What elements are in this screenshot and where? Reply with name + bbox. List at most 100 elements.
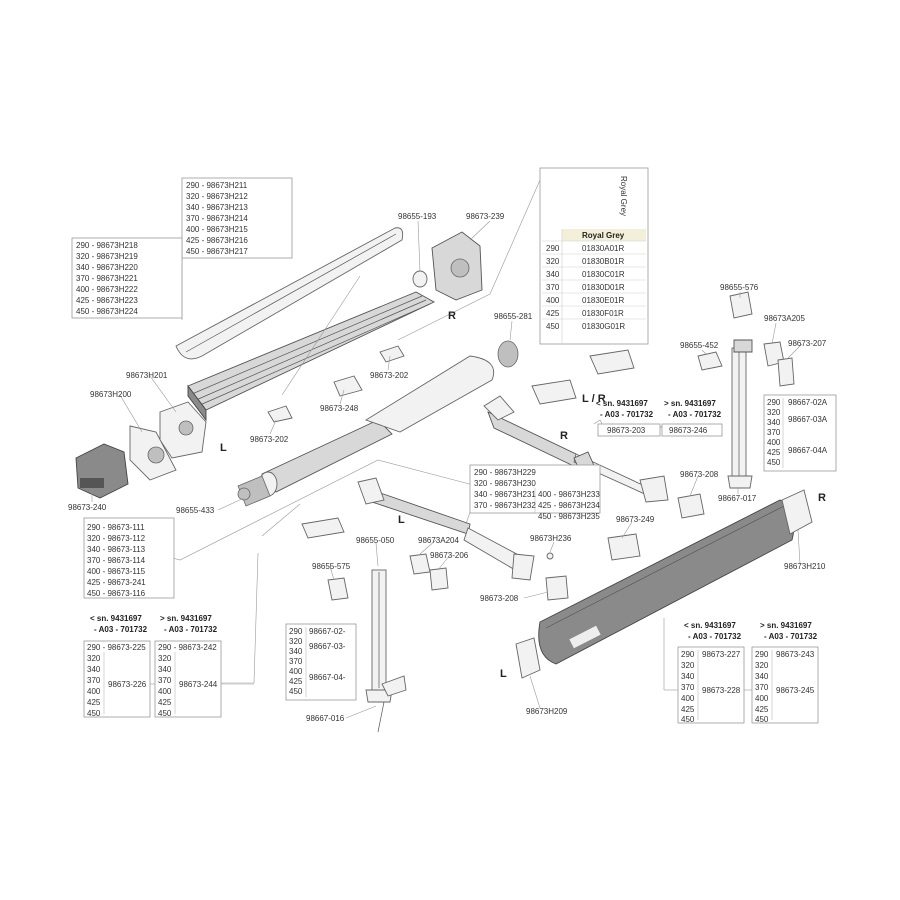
svg-text:450: 450 bbox=[158, 709, 172, 718]
svg-text:370: 370 bbox=[767, 428, 781, 437]
front-cover-box bbox=[181, 177, 293, 259]
svg-text:98673-243: 98673-243 bbox=[776, 650, 815, 659]
side-marker-right-front: R bbox=[818, 492, 826, 504]
svg-text:340: 340 bbox=[289, 647, 303, 656]
svg-text:> sn. 9431697: > sn. 9431697 bbox=[160, 614, 212, 623]
svg-text:320: 320 bbox=[755, 661, 769, 670]
svg-text:400: 400 bbox=[158, 687, 172, 696]
svg-text:98673-228: 98673-228 bbox=[702, 686, 741, 695]
svg-text:98673A205: 98673A205 bbox=[764, 314, 805, 323]
svg-text:425: 425 bbox=[767, 448, 781, 457]
svg-text:425 - 98673H234: 425 - 98673H234 bbox=[538, 501, 600, 510]
arm-box bbox=[469, 464, 601, 514]
svg-text:450 - 98673H217: 450 - 98673H217 bbox=[186, 247, 248, 256]
leg-right-box-text: 290 320 340 370 400 425 450 98667-02A 98… bbox=[767, 398, 828, 467]
svg-text:370: 370 bbox=[681, 683, 695, 692]
arm-box-text: 290 - 98673H229 320 - 98673H230 340 - 98… bbox=[474, 468, 600, 521]
svg-text:450: 450 bbox=[681, 715, 695, 724]
svg-text:290 - 98673-111: 290 - 98673-111 bbox=[87, 523, 145, 532]
svg-text:98667-02A: 98667-02A bbox=[788, 398, 828, 407]
leg-left-box-text: 290 320 340 370 400 425 450 98667-02- 98… bbox=[289, 627, 346, 696]
svg-text:- A03 - 701732: - A03 - 701732 bbox=[94, 625, 148, 634]
bl-box2-text: 290 - 98673-242 320 340 370 400 425 450 … bbox=[158, 643, 218, 718]
svg-text:- A03 - 701732: - A03 - 701732 bbox=[764, 632, 818, 641]
leg-left-box bbox=[285, 623, 357, 701]
svg-text:370: 370 bbox=[289, 657, 303, 666]
svg-text:> sn. 9431697: > sn. 9431697 bbox=[664, 399, 716, 408]
svg-text:01830B01R: 01830B01R bbox=[582, 257, 624, 266]
left-leg-drawing bbox=[327, 553, 449, 733]
svg-text:- A03 - 701732: - A03 - 701732 bbox=[668, 410, 722, 419]
bl-box2 bbox=[154, 640, 222, 718]
svg-text:98673H236: 98673H236 bbox=[530, 534, 572, 543]
svg-text:98673-208: 98673-208 bbox=[480, 594, 519, 603]
svg-text:98655-575: 98655-575 bbox=[312, 562, 351, 571]
svg-text:320: 320 bbox=[87, 654, 101, 663]
svg-text:340: 340 bbox=[767, 418, 781, 427]
svg-text:400 - 98673H215: 400 - 98673H215 bbox=[186, 225, 248, 234]
svg-text:98673-240: 98673-240 bbox=[68, 503, 107, 512]
fabric-header: Royal Grey bbox=[582, 231, 625, 240]
svg-text:400 - 98673-115: 400 - 98673-115 bbox=[87, 567, 146, 576]
svg-text:< sn. 9431697: < sn. 9431697 bbox=[596, 399, 648, 408]
svg-text:400: 400 bbox=[767, 438, 781, 447]
svg-text:98673-206: 98673-206 bbox=[430, 551, 469, 560]
svg-text:320: 320 bbox=[681, 661, 695, 670]
svg-text:98673-245: 98673-245 bbox=[776, 686, 815, 695]
svg-text:450 - 98673H224: 450 - 98673H224 bbox=[76, 307, 138, 316]
svg-text:400: 400 bbox=[755, 694, 769, 703]
left-arm-drawing bbox=[357, 477, 569, 601]
svg-text:98673-202: 98673-202 bbox=[250, 435, 289, 444]
svg-text:< sn. 9431697: < sn. 9431697 bbox=[90, 614, 142, 623]
svg-text:450: 450 bbox=[755, 715, 769, 724]
br-box2-text: 290 98673-243 320 340 370 400 425 450 98… bbox=[755, 650, 815, 724]
svg-text:290: 290 bbox=[546, 244, 560, 253]
svg-text:450: 450 bbox=[767, 458, 781, 467]
end-cap-left-drawing bbox=[75, 401, 207, 499]
mid-serial-notes: < sn. 9431697 - A03 - 701732 > sn. 94316… bbox=[596, 399, 722, 435]
side-marker-left-right: L / R bbox=[582, 393, 606, 405]
svg-text:425 - 98673H223: 425 - 98673H223 bbox=[76, 296, 138, 305]
profile-box bbox=[71, 237, 183, 319]
svg-text:98673-249: 98673-249 bbox=[616, 515, 655, 524]
svg-text:425 - 98673H216: 425 - 98673H216 bbox=[186, 236, 248, 245]
svg-text:370 - 98673H232: 370 - 98673H232 bbox=[474, 501, 536, 510]
svg-text:400: 400 bbox=[87, 687, 101, 696]
svg-text:340: 340 bbox=[158, 665, 172, 674]
br-box2 bbox=[751, 646, 819, 724]
svg-text:425 - 98673-241: 425 - 98673-241 bbox=[87, 578, 146, 587]
profile-box-text: 290 - 98673H218 320 - 98673H219 340 - 98… bbox=[76, 241, 138, 316]
svg-text:98673-208: 98673-208 bbox=[680, 470, 719, 479]
svg-text:98655-050: 98655-050 bbox=[356, 536, 395, 545]
side-marker-right-arm: R bbox=[560, 430, 568, 442]
end-cap-right-drawing bbox=[412, 231, 519, 368]
ref-boxes-mid bbox=[597, 423, 723, 437]
svg-text:320 - 98673H230: 320 - 98673H230 bbox=[474, 479, 536, 488]
svg-text:450: 450 bbox=[87, 709, 101, 718]
svg-text:98673-203: 98673-203 bbox=[607, 426, 646, 435]
svg-text:340: 340 bbox=[681, 672, 695, 681]
svg-text:01830G01R: 01830G01R bbox=[582, 322, 625, 331]
svg-text:320: 320 bbox=[767, 408, 781, 417]
svg-text:450 - 98673-116: 450 - 98673-116 bbox=[87, 589, 146, 598]
bl-serial-notes: < sn. 9431697 - A03 - 701732 > sn. 94316… bbox=[90, 614, 218, 634]
svg-text:425: 425 bbox=[681, 705, 695, 714]
svg-text:340 - 98673H220: 340 - 98673H220 bbox=[76, 263, 138, 272]
svg-text:290: 290 bbox=[767, 398, 781, 407]
front-cover-box-text: 290 - 98673H211 320 - 98673H212 340 - 98… bbox=[186, 181, 248, 256]
side-marker-left-arm: L bbox=[398, 514, 405, 526]
svg-text:98667-04A: 98667-04A bbox=[788, 446, 828, 455]
svg-text:98673H200: 98673H200 bbox=[90, 390, 132, 399]
svg-text:340 - 98673H213: 340 - 98673H213 bbox=[186, 203, 248, 212]
svg-text:290 - 98673H211: 290 - 98673H211 bbox=[186, 181, 248, 190]
svg-text:450: 450 bbox=[546, 322, 560, 331]
svg-text:98655-452: 98655-452 bbox=[680, 341, 719, 350]
fabric-side-label: Royal Grey bbox=[619, 176, 628, 216]
svg-text:98655-281: 98655-281 bbox=[494, 312, 533, 321]
clips-drawing bbox=[267, 345, 405, 423]
svg-text:98655-193: 98655-193 bbox=[398, 212, 437, 221]
side-marker-left-front: L bbox=[500, 668, 507, 680]
svg-text:400: 400 bbox=[681, 694, 695, 703]
svg-text:340 - 98673H231: 340 - 98673H231 bbox=[474, 490, 536, 499]
right-leg-drawing bbox=[697, 291, 795, 489]
